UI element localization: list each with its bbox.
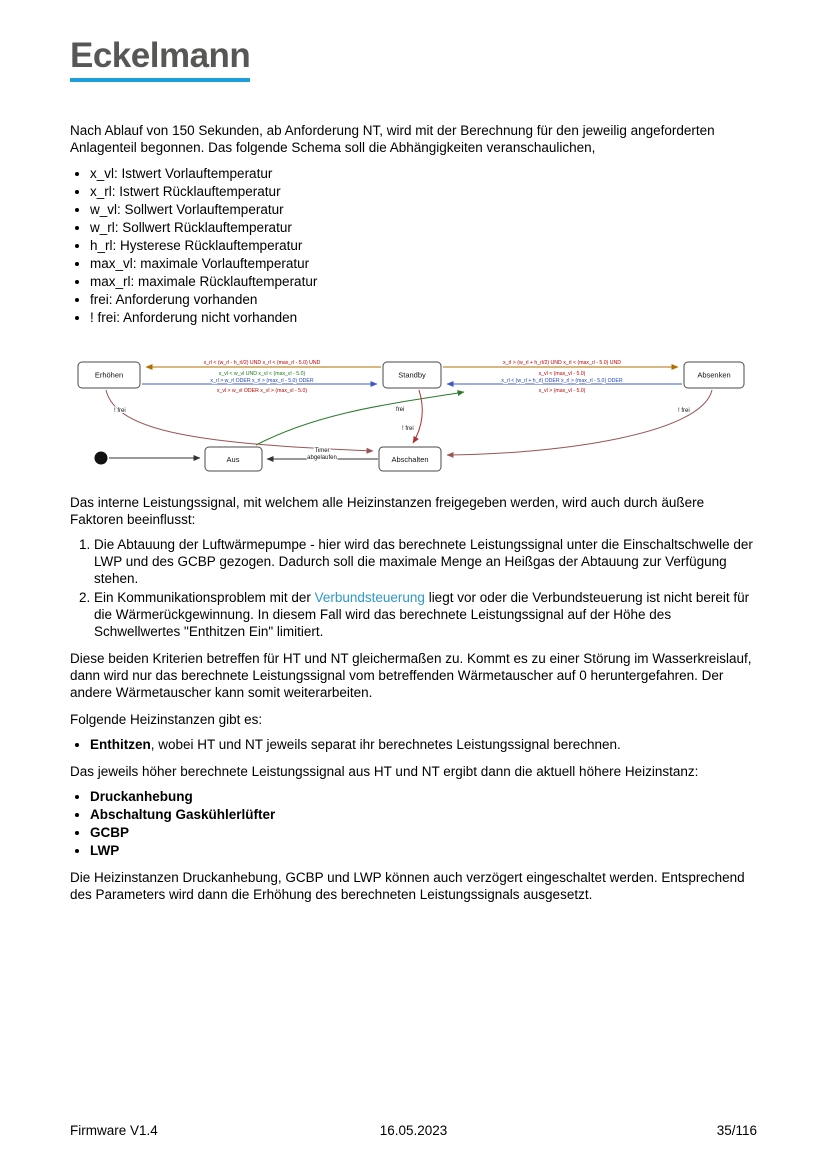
state-label-erhoehen: Erhöhen bbox=[95, 371, 123, 380]
legend-item: w_rl: Sollwert Rücklauftemperatur bbox=[90, 219, 757, 236]
condition-standby-to-absenken-1: x_rl > (w_rl + h_rl/2) UND x_rl < (max_r… bbox=[503, 360, 621, 366]
label-not-frei-left: ! frei bbox=[114, 408, 126, 414]
label-timer-line1: Timer bbox=[314, 448, 329, 454]
state-diagram-svg: Erhöhen Standby Absenken Aus Abschalten … bbox=[77, 359, 745, 472]
state-label-abschalten: Abschalten bbox=[391, 455, 428, 464]
edge-aus-to-standby bbox=[255, 390, 465, 446]
eckelmann-logo: Eckelmann bbox=[70, 38, 251, 82]
label-not-frei-right: ! frei bbox=[678, 408, 690, 414]
legend-list: x_vl: Istwert Vorlauftemperatur x_rl: Is… bbox=[76, 165, 757, 326]
state-label-standby: Standby bbox=[398, 371, 426, 380]
verbundsteuerung-link[interactable]: Verbundsteuerung bbox=[314, 590, 425, 605]
condition-standby-to-erhoehen-2: x_vl < w_vl UND x_vl < (max_vl - 5.0) bbox=[219, 371, 306, 377]
legend-item: max_vl: maximale Vorlauftemperatur bbox=[90, 255, 757, 272]
legend-item: w_vl: Sollwert Vorlauftemperatur bbox=[90, 201, 757, 218]
condition-erhoehen-to-standby-1: x_rl > w_rl ODER x_rl > (max_rl - 5.0) O… bbox=[210, 378, 313, 384]
condition-erhoehen-to-standby-2: x_vl > w_vl ODER x_vl > (max_vl - 5.0) bbox=[217, 388, 308, 394]
edge-erhoehen-to-abschalten bbox=[105, 389, 374, 454]
enthitzen-item: Enthitzen, wobei HT und NT jeweils separ… bbox=[90, 736, 757, 753]
item2-text-pre: Ein Kommunikationsproblem mit der bbox=[94, 590, 315, 605]
numbered-item-1: Die Abtauung der Luftwärmepumpe - hier w… bbox=[94, 536, 757, 587]
condition-absenken-to-standby-1: x_rl < (w_rl + h_rl) ODER x_rl > (max_rl… bbox=[501, 378, 622, 384]
edge-absenken-to-abschalten bbox=[446, 389, 713, 458]
intro-paragraph: Nach Ablauf von 150 Sekunden, ab Anforde… bbox=[70, 123, 715, 155]
instance-item: GCBP bbox=[90, 824, 757, 841]
state-box-absenken bbox=[683, 361, 745, 389]
instance-item: Abschaltung Gaskühlerlüfter bbox=[90, 806, 757, 823]
legend-item: max_rl: maximale Rücklauftemperatur bbox=[90, 273, 757, 290]
numbered-list: Die Abtauung der Luftwärmepumpe - hier w… bbox=[70, 536, 757, 640]
condition-absenken-to-standby-2: x_vl > (max_vl - 5.0) bbox=[539, 388, 586, 394]
legend-item: ! frei: Anforderung nicht vorhanden bbox=[90, 309, 757, 326]
condition-standby-to-erhoehen-1: x_rl < (w_rl - h_rl/2) UND x_rl < (max_r… bbox=[204, 360, 321, 366]
instance-item: LWP bbox=[90, 842, 757, 859]
state-label-aus: Aus bbox=[227, 455, 240, 464]
legend-item: h_rl: Hysterese Rücklauftemperatur bbox=[90, 237, 757, 254]
edge-standby-to-abschalten bbox=[412, 389, 423, 444]
label-timer-line2: abgelaufen bbox=[307, 455, 337, 461]
state-box-aus bbox=[204, 446, 263, 472]
paragraph-heizinstanzen: Folgende Heizinstanzen gibt es: bbox=[70, 712, 263, 727]
footer-firmware: Firmware V1.4 bbox=[70, 1123, 158, 1138]
paragraph-leistungssignal: Das interne Leistungssignal, mit welchem… bbox=[70, 495, 705, 527]
condition-standby-to-absenken-2: x_vl < (max_vl - 5.0) bbox=[539, 371, 586, 377]
label-frei: frei bbox=[396, 407, 404, 413]
page-footer: Firmware V1.4 16.05.2023 35/116 bbox=[70, 1123, 757, 1138]
state-box-erhoehen bbox=[77, 361, 141, 389]
state-box-abschalten bbox=[378, 446, 442, 472]
state-box-standby bbox=[382, 361, 442, 389]
paragraph-hoeher: Das jeweils höher berechnete Leistungssi… bbox=[70, 764, 699, 779]
legend-item: x_vl: Istwert Vorlauftemperatur bbox=[90, 165, 757, 182]
footer-page-number: 35/116 bbox=[716, 1123, 757, 1138]
legend-item: frei: Anforderung vorhanden bbox=[90, 291, 757, 308]
state-label-absenken: Absenken bbox=[697, 371, 730, 380]
paragraph-kriterien: Diese beiden Kriterien betreffen für HT … bbox=[70, 651, 752, 700]
paragraph-verzoegert: Die Heizinstanzen Druckanhebung, GCBP un… bbox=[70, 870, 745, 902]
legend-item: x_rl: Istwert Rücklauftemperatur bbox=[90, 183, 757, 200]
label-not-frei-center: ! frei bbox=[402, 426, 414, 432]
enthitzen-list: Enthitzen, wobei HT und NT jeweils separ… bbox=[76, 736, 757, 753]
instances-list: Druckanhebung Abschaltung Gaskühlerlüfte… bbox=[76, 788, 757, 859]
numbered-item-2: Ein Kommunikationsproblem mit der Verbun… bbox=[94, 589, 757, 640]
instance-item: Druckanhebung bbox=[90, 788, 757, 805]
initial-state-dot bbox=[94, 451, 108, 465]
item2-text-post: liegt vor oder die Verbundsteuerung ist … bbox=[94, 590, 750, 639]
enthitzen-bold: Enthitzen bbox=[90, 737, 151, 752]
state-diagram: Erhöhen Standby Absenken Aus Abschalten … bbox=[70, 354, 757, 484]
footer-date: 16.05.2023 bbox=[379, 1123, 448, 1138]
enthitzen-rest: , wobei HT und NT jeweils separat ihr be… bbox=[150, 737, 621, 752]
